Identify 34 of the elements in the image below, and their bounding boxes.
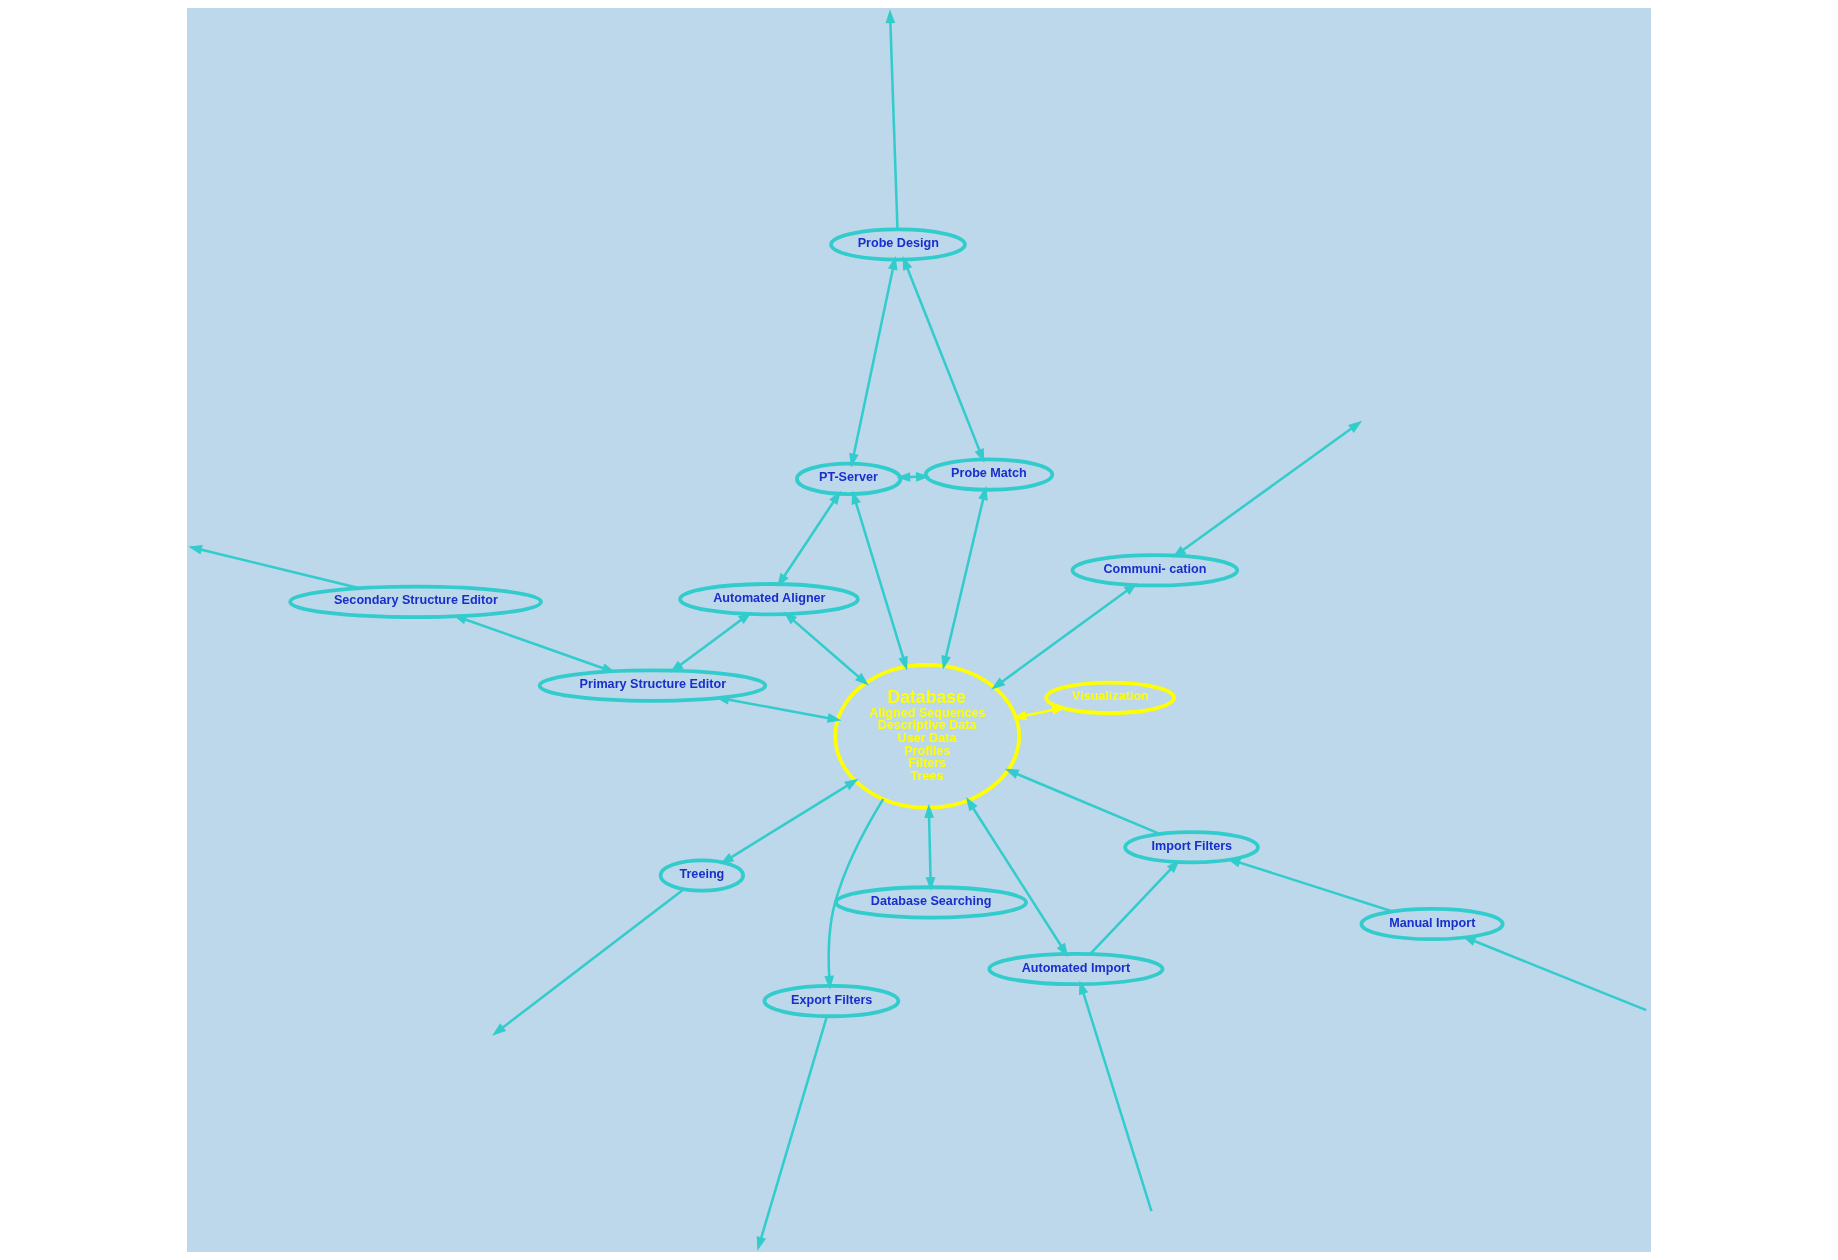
- arrow: [777, 490, 841, 588]
- arrow: [492, 888, 685, 1036]
- node-ellipse: Database Searching: [834, 885, 1029, 920]
- arrow: [719, 778, 859, 865]
- node-ellipse: Automated Import: [987, 951, 1165, 987]
- arrow: [966, 797, 1069, 958]
- arrow: [1079, 980, 1153, 1212]
- arrow: [851, 490, 908, 671]
- arrow: [756, 1015, 829, 1251]
- node-ellipse: Export Filters: [762, 983, 901, 1019]
- arrow: [1004, 768, 1161, 836]
- arrow: [783, 611, 869, 686]
- node-ellipse: Communi- cation: [1070, 553, 1240, 588]
- node-ellipse: PT-Server: [795, 461, 903, 496]
- arrow: [991, 582, 1138, 690]
- arrow: [1012, 705, 1066, 721]
- node-ellipse: Secondary Structure Editor: [288, 584, 543, 619]
- arrow: [849, 255, 898, 468]
- arrow: [941, 486, 988, 670]
- arrow: [1172, 420, 1363, 558]
- arrow: [902, 256, 985, 463]
- arrow: [669, 611, 752, 673]
- arrow: [1089, 859, 1180, 955]
- node-ellipse: Probe Design: [829, 227, 967, 262]
- arrow: [1226, 858, 1393, 913]
- node-ellipse: Automated Aligner: [678, 582, 860, 617]
- arrow: [824, 798, 885, 990]
- node-ellipse: Treeing: [658, 858, 746, 893]
- node-ellipse: Manual Import: [1359, 906, 1505, 942]
- arrow: [188, 545, 361, 590]
- node-ellipse: Import Filters: [1123, 830, 1260, 865]
- node-ellipse: Probe Match: [923, 457, 1055, 492]
- arrow: [924, 803, 936, 892]
- arrow: [885, 9, 899, 230]
